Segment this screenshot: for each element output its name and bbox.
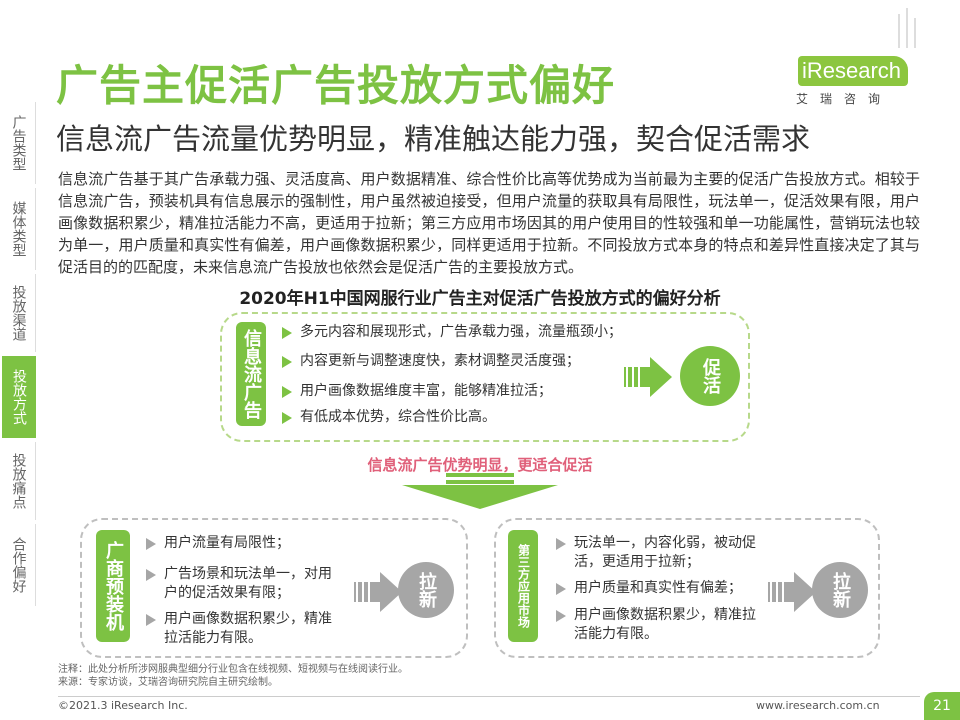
triangle-bullet-icon xyxy=(556,583,566,595)
app-market-box xyxy=(494,518,880,658)
feed-ads-box xyxy=(220,312,750,442)
diagram-title: 2020年H1中国网服行业广告主对促活广告投放方式的偏好分析 xyxy=(239,289,721,309)
bullet-text: 多元内容和展现形式，广告承载力强，流量瓶颈小； xyxy=(300,324,622,340)
sidenav-item-ad-type[interactable]: 广告类型 xyxy=(2,102,36,184)
triangle-bullet-icon xyxy=(556,610,566,622)
source-line: 来源：专家访谈，艾瑞咨询研究院自主研究绘制。 xyxy=(58,677,278,688)
bullet-text: 用户画像数据积累少，精准拉活能力有限。 xyxy=(164,611,332,646)
right-arrow-icon xyxy=(354,572,402,612)
triangle-bullet-icon xyxy=(282,386,292,398)
feed-bullet-3: 用户画像数据维度丰富，能够精准拉活； xyxy=(282,382,552,401)
triangle-bullet-icon xyxy=(556,538,566,550)
notes: 注释：此处分析所涉网服典型细分行业包含在线视频、短视频与在线阅读行业。 来源：专… xyxy=(58,663,408,689)
triangle-bullet-icon xyxy=(282,356,292,368)
preinstall-bullet-1: 用户流量有局限性； xyxy=(146,534,342,553)
preinstall-box xyxy=(80,518,468,658)
bullet-text: 玩法单一，内容化弱，被动促活，更适用于拉新； xyxy=(574,535,756,570)
footer-divider xyxy=(58,696,920,697)
app-market-label-text: 第三方应用市场 xyxy=(516,544,531,628)
logo-subtitle: 艾瑞咨询 xyxy=(796,92,893,106)
preinstall-label-text: 广商预装机 xyxy=(103,541,124,631)
page-title: 广告主促活广告投放方式偏好 xyxy=(56,61,616,110)
market-bullet-1: 玩法单一，内容化弱，被动促活，更适用于拉新； xyxy=(556,534,768,572)
triangle-bullet-icon xyxy=(146,569,156,581)
down-arrow-icon xyxy=(402,473,558,509)
body-paragraph: 信息流广告基于其广告承载力强、灵活度高、用户数据精准、综合性价比高等优势成为当前… xyxy=(58,170,920,276)
emphasis-text: 信息流广告优势明显，更适合促活 xyxy=(367,456,593,474)
corner-decoration xyxy=(898,8,916,48)
sidenav-item-media-type[interactable]: 媒体类型 xyxy=(2,188,36,270)
bullet-text: 用户画像数据维度丰富，能够精准拉活； xyxy=(300,383,552,399)
preinstall-label: 广商预装机 xyxy=(96,530,130,642)
triangle-bullet-icon xyxy=(282,327,292,339)
iresearch-logo: iResearch 艾瑞咨询 xyxy=(790,52,918,110)
copyright: ©2021.3 iResearch Inc. xyxy=(58,699,188,712)
right-arrow-icon xyxy=(624,357,672,397)
sidenav-item-preference[interactable]: 合作偏好 xyxy=(2,524,36,606)
sidenav-item-channel[interactable]: 投放渠道 xyxy=(2,274,36,352)
feed-ads-label: 信息流广告 xyxy=(236,322,266,426)
bullet-text: 有低成本优势，综合性价比高。 xyxy=(300,409,496,425)
preinstall-bullet-2: 广告场景和玩法单一，对用户的促活效果有限； xyxy=(146,565,342,603)
feed-bullet-4: 有低成本优势，综合性价比高。 xyxy=(282,408,496,427)
feed-bullet-2: 内容更新与调整速度快，素材调整灵活度强； xyxy=(282,352,580,371)
sidenav-item-method[interactable]: 投放方式 xyxy=(2,356,36,438)
result-text: 拉新 xyxy=(416,572,437,608)
triangle-bullet-icon xyxy=(146,614,156,626)
preinstall-bullet-3: 用户画像数据积累少，精准拉活能力有限。 xyxy=(146,610,342,648)
result-circle-acquire: 拉新 xyxy=(812,562,868,618)
market-bullet-3: 用户画像数据积累少，精准拉活能力有限。 xyxy=(556,606,768,644)
triangle-bullet-icon xyxy=(282,412,292,424)
bullet-text: 广告场景和玩法单一，对用户的促活效果有限； xyxy=(164,566,332,601)
bullet-text: 用户画像数据积累少，精准拉活能力有限。 xyxy=(574,607,756,642)
page-subtitle: 信息流广告流量优势明显，精准触达能力强，契合促活需求 xyxy=(56,122,811,156)
page-number: 21 xyxy=(924,692,960,720)
feed-ads-label-text: 信息流广告 xyxy=(241,329,262,419)
note-line: 注释：此处分析所涉网服典型细分行业包含在线视频、短视频与在线阅读行业。 xyxy=(58,664,408,675)
sidenav-item-painpoint[interactable]: 投放痛点 xyxy=(2,442,36,520)
feed-bullet-1: 多元内容和展现形式，广告承载力强，流量瓶颈小； xyxy=(282,323,622,342)
result-circle-acquire: 拉新 xyxy=(398,562,454,618)
website-link[interactable]: www.iresearch.com.cn xyxy=(756,699,880,712)
triangle-bullet-icon xyxy=(146,538,156,550)
market-bullet-2: 用户质量和真实性有偏差； xyxy=(556,579,768,598)
app-market-label: 第三方应用市场 xyxy=(508,530,538,642)
result-text: 拉新 xyxy=(830,572,851,608)
bullet-text: 用户质量和真实性有偏差； xyxy=(574,580,742,596)
logo-badge: iResearch xyxy=(798,56,908,86)
right-arrow-icon xyxy=(768,572,816,612)
result-circle-activate: 促活 xyxy=(680,346,740,406)
bullet-text: 内容更新与调整速度快，素材调整灵活度强； xyxy=(300,353,580,369)
result-text: 促活 xyxy=(700,358,721,394)
bullet-text: 用户流量有局限性； xyxy=(164,535,290,551)
